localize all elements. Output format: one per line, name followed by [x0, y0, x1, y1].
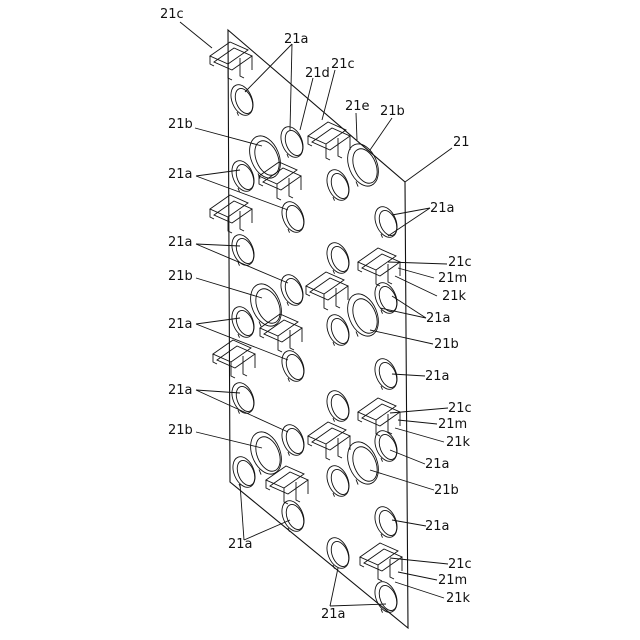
ref-label-m-29: 21m — [438, 573, 467, 588]
ref-label-a-27: 21a — [228, 537, 253, 552]
ref-label-a-1: 21a — [284, 32, 309, 47]
ref-label-m-21: 21m — [438, 417, 467, 432]
ref-label-a-31: 21a — [321, 607, 346, 622]
ref-label-k-30: 21k — [446, 591, 471, 606]
ref-label-a-16: 21a — [426, 311, 451, 326]
leader-line-40 — [330, 604, 386, 606]
leader-line-0 — [180, 22, 212, 48]
ref-label-a-10: 21a — [168, 235, 193, 250]
ref-label-b-25: 21b — [434, 483, 459, 498]
ref-label-a-15: 21a — [168, 317, 193, 332]
ref-label-b-23: 21b — [168, 423, 193, 438]
ref-label-a-19: 21a — [168, 383, 193, 398]
ref-label-c-20: 21c — [448, 401, 472, 416]
ref-label-d-2: 21d — [305, 66, 330, 81]
ref-label-a-26: 21a — [425, 519, 450, 534]
ref-label-m-12: 21m — [438, 271, 467, 286]
ref-label-b-5: 21b — [380, 104, 405, 119]
ref-label-c-11: 21c — [448, 255, 472, 270]
ref-label-plate-6: 21 — [453, 135, 470, 150]
ref-label-a-9: 21a — [430, 201, 455, 216]
leader-line-7 — [405, 148, 452, 182]
ref-label-b-17: 21b — [434, 337, 459, 352]
ref-label-a-18: 21a — [425, 369, 450, 384]
ref-label-c-28: 21c — [448, 557, 472, 572]
leader-line-5 — [356, 113, 357, 140]
plate-21 — [228, 30, 408, 628]
ref-label-b-7: 21b — [168, 117, 193, 132]
ref-label-e-4: 21e — [345, 99, 370, 114]
leader-line-39 — [330, 568, 338, 606]
ref-label-k-13: 21k — [442, 289, 467, 304]
ref-label-a-24: 21a — [425, 457, 450, 472]
ref-label-b-14: 21b — [168, 269, 193, 284]
ref-label-a-8: 21a — [168, 167, 193, 182]
ref-label-c-3: 21c — [331, 57, 355, 72]
leader-line-6 — [370, 118, 392, 150]
ref-label-c-0: 21c — [160, 7, 184, 22]
ref-label-k-22: 21k — [446, 435, 471, 450]
